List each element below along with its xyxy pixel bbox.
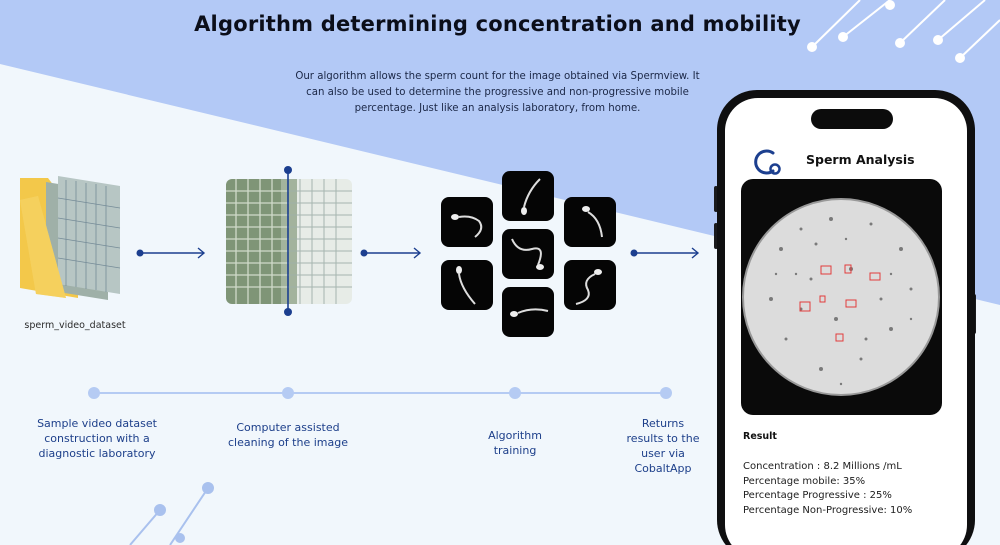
result-mobile: Percentage mobile: 35% — [743, 475, 866, 487]
step-label-cleaning: Computer assisted cleaning of the image — [227, 421, 348, 449]
folder-label: sperm_video_dataset — [24, 320, 126, 331]
phone-side-button — [714, 186, 718, 212]
phone-side-button — [714, 223, 718, 249]
page-title: Algorithm determining concentration and … — [194, 12, 801, 36]
app-title: Sperm Analysis — [806, 152, 915, 167]
phone-screen: Sperm Analysis — [725, 98, 967, 545]
sperm-sample-tile — [441, 197, 493, 247]
result-progressive: Percentage Progressive : 25% — [743, 490, 892, 501]
step-label-training: Algorithm training — [488, 429, 542, 457]
step-label-returns: Returns results to the user via CobaltAp… — [626, 417, 700, 475]
step-label-dataset: Sample video dataset construction with a… — [37, 417, 157, 460]
step-dot — [509, 387, 521, 399]
cleaned-grid-image — [226, 179, 352, 304]
sperm-sample-tile — [441, 260, 493, 310]
arrow-right-icon — [360, 247, 422, 259]
phone-notch — [811, 109, 893, 129]
result-list: Concentration : 8.2 Millions /mL Percent… — [743, 460, 912, 518]
description: Our algorithm allows the sperm count for… — [295, 71, 700, 114]
sperm-sample-tile — [502, 171, 554, 221]
arrow-right-icon — [630, 247, 700, 259]
sperm-sample-tile — [502, 229, 554, 279]
result-non-progressive: Percentage Non-Progressive: 10% — [743, 504, 913, 516]
step-dot — [88, 387, 100, 399]
cobalt-logo-icon — [753, 146, 785, 178]
step-dot — [660, 387, 672, 399]
decor-network-bottom — [129, 482, 214, 545]
sperm-sample-tile — [564, 260, 616, 310]
result-concentration: Concentration : 8.2 Millions /mL — [743, 461, 902, 472]
folder-icon — [18, 170, 123, 300]
result-title: Result — [743, 431, 777, 442]
phone-mockup: Sperm Analysis — [717, 90, 975, 545]
sperm-sample-tile — [502, 287, 554, 337]
step-dot — [282, 387, 294, 399]
sperm-sample-tile — [564, 197, 616, 247]
arrow-right-icon — [136, 247, 206, 259]
steps-timeline — [88, 387, 672, 399]
microscope-result-image — [741, 179, 942, 415]
split-line — [284, 166, 292, 316]
decor-network-top — [807, 0, 1000, 63]
